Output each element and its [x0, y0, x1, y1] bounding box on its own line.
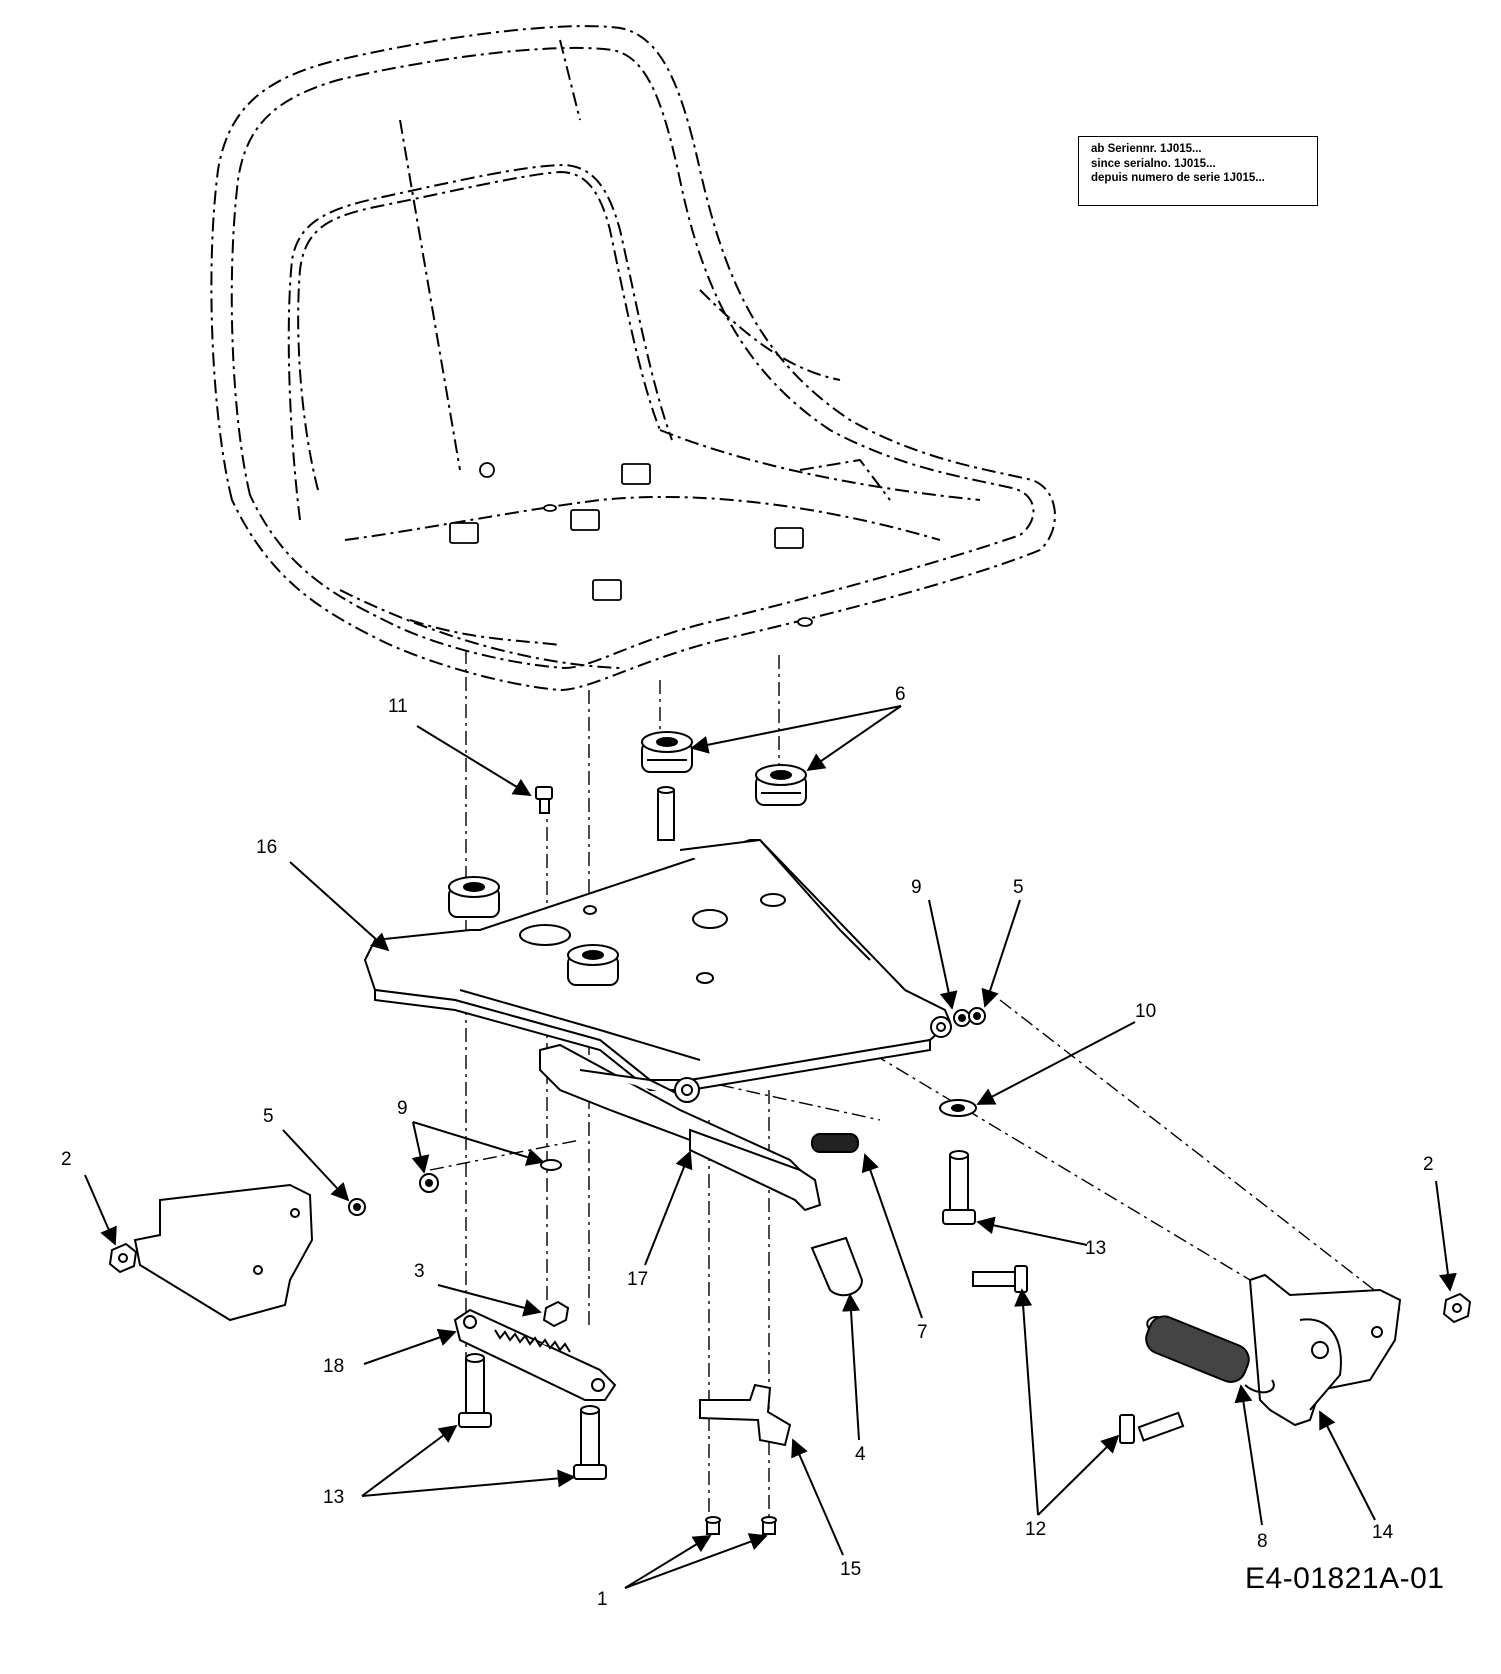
tension-spring: [1145, 1315, 1275, 1394]
callout-10: 10: [1135, 1001, 1156, 1022]
callout-12: 12: [1025, 1519, 1046, 1540]
drawing-number: E4-01821A-01: [1245, 1562, 1445, 1595]
callout-2-left: 2: [61, 1149, 72, 1170]
seat-base-plate: [363, 838, 952, 1191]
callout-18: 18: [323, 1356, 344, 1377]
callout-leaders: [84, 705, 1457, 1589]
callout-5-right: 5: [1013, 877, 1024, 898]
callout-7: 7: [917, 1322, 928, 1343]
adjustment-lever: [689, 1128, 822, 1212]
callout-1: 1: [597, 1589, 608, 1610]
hardware-small: [108, 786, 1472, 1535]
callout-13-left: 13: [323, 1487, 344, 1508]
seat-mount-clips: [449, 462, 813, 627]
callout-9-left: 9: [397, 1098, 408, 1119]
seat-outline: [210, 25, 1056, 692]
callout-labels: 1 2 2 3 4 5 5 6 7 8 9 9 10 11 12 13 13 1…: [61, 684, 1434, 1610]
callout-16: 16: [256, 837, 277, 858]
callout-2-right: 2: [1423, 1154, 1434, 1175]
callout-9-right: 9: [911, 877, 922, 898]
callout-13-right: 13: [1085, 1238, 1106, 1259]
callout-14: 14: [1372, 1522, 1394, 1543]
callout-4: 4: [855, 1444, 866, 1465]
callout-3: 3: [414, 1261, 425, 1282]
rubber-bumpers: [448, 731, 807, 986]
callout-6: 6: [895, 684, 906, 705]
callout-15: 15: [840, 1559, 861, 1580]
note-line-english: since serialno. 1J015...: [1091, 157, 1216, 170]
serial-number-note: ab Seriennr. 1J015... since serialno. 1J…: [1078, 136, 1318, 206]
callout-5-left: 5: [263, 1106, 274, 1127]
left-side-bracket: [133, 1183, 314, 1322]
adjustment-rack: [453, 1308, 617, 1401]
note-line-french: depuis numero de serie 1J015...: [1091, 172, 1265, 184]
callout-8: 8: [1257, 1531, 1268, 1552]
callout-11: 11: [388, 696, 408, 717]
note-line-german: ab Seriennr. 1J015...: [1091, 143, 1202, 155]
right-side-bracket: [1248, 1273, 1402, 1427]
spring-clip: [699, 1383, 792, 1447]
callout-17: 17: [627, 1269, 648, 1290]
